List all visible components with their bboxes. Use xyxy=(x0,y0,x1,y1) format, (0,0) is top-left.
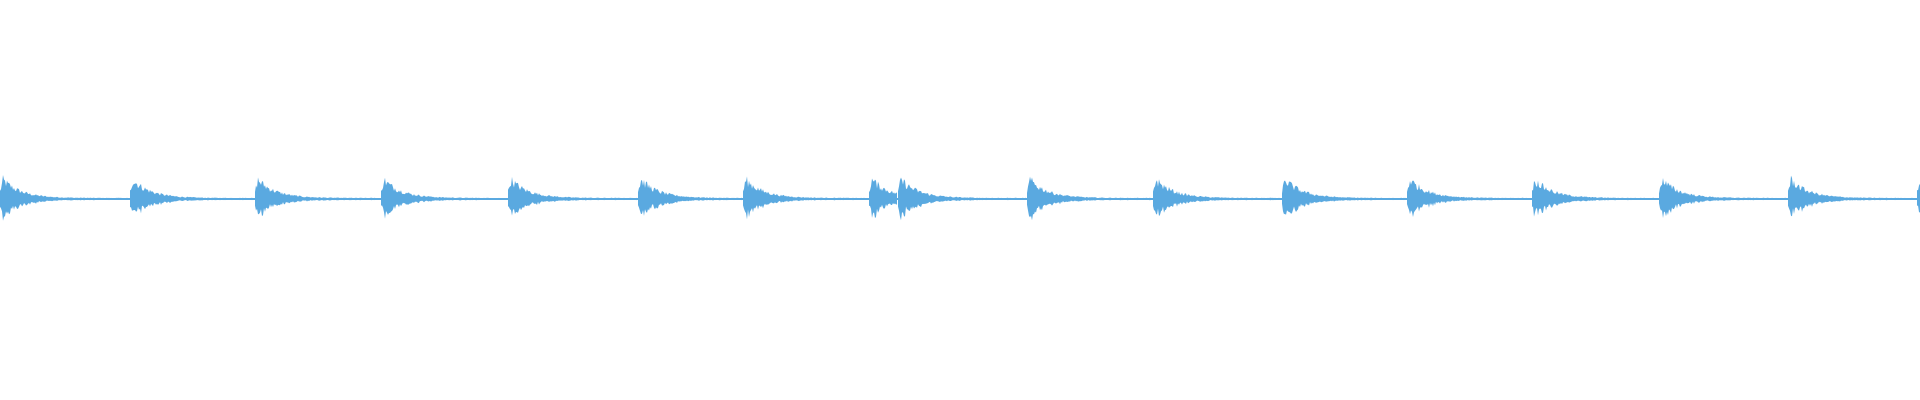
waveform-burst xyxy=(1532,180,1658,217)
waveform-burst xyxy=(1153,179,1281,217)
waveform-burst xyxy=(508,176,637,216)
waveform-burst xyxy=(0,175,129,221)
waveform-burst xyxy=(1407,180,1531,217)
waveform-burst xyxy=(255,177,380,217)
waveform-burst xyxy=(898,177,1026,221)
waveform-bursts xyxy=(0,175,1920,221)
waveform-burst xyxy=(1659,178,1787,218)
waveform-burst xyxy=(1788,175,1916,217)
waveform-burst xyxy=(130,183,254,214)
waveform-burst xyxy=(381,177,507,219)
waveform-burst xyxy=(869,178,897,219)
waveform-burst xyxy=(1917,183,1920,213)
waveform-burst xyxy=(638,179,742,216)
waveform-burst xyxy=(743,176,868,220)
waveform-burst xyxy=(1282,180,1406,215)
waveform-burst xyxy=(1027,176,1152,221)
